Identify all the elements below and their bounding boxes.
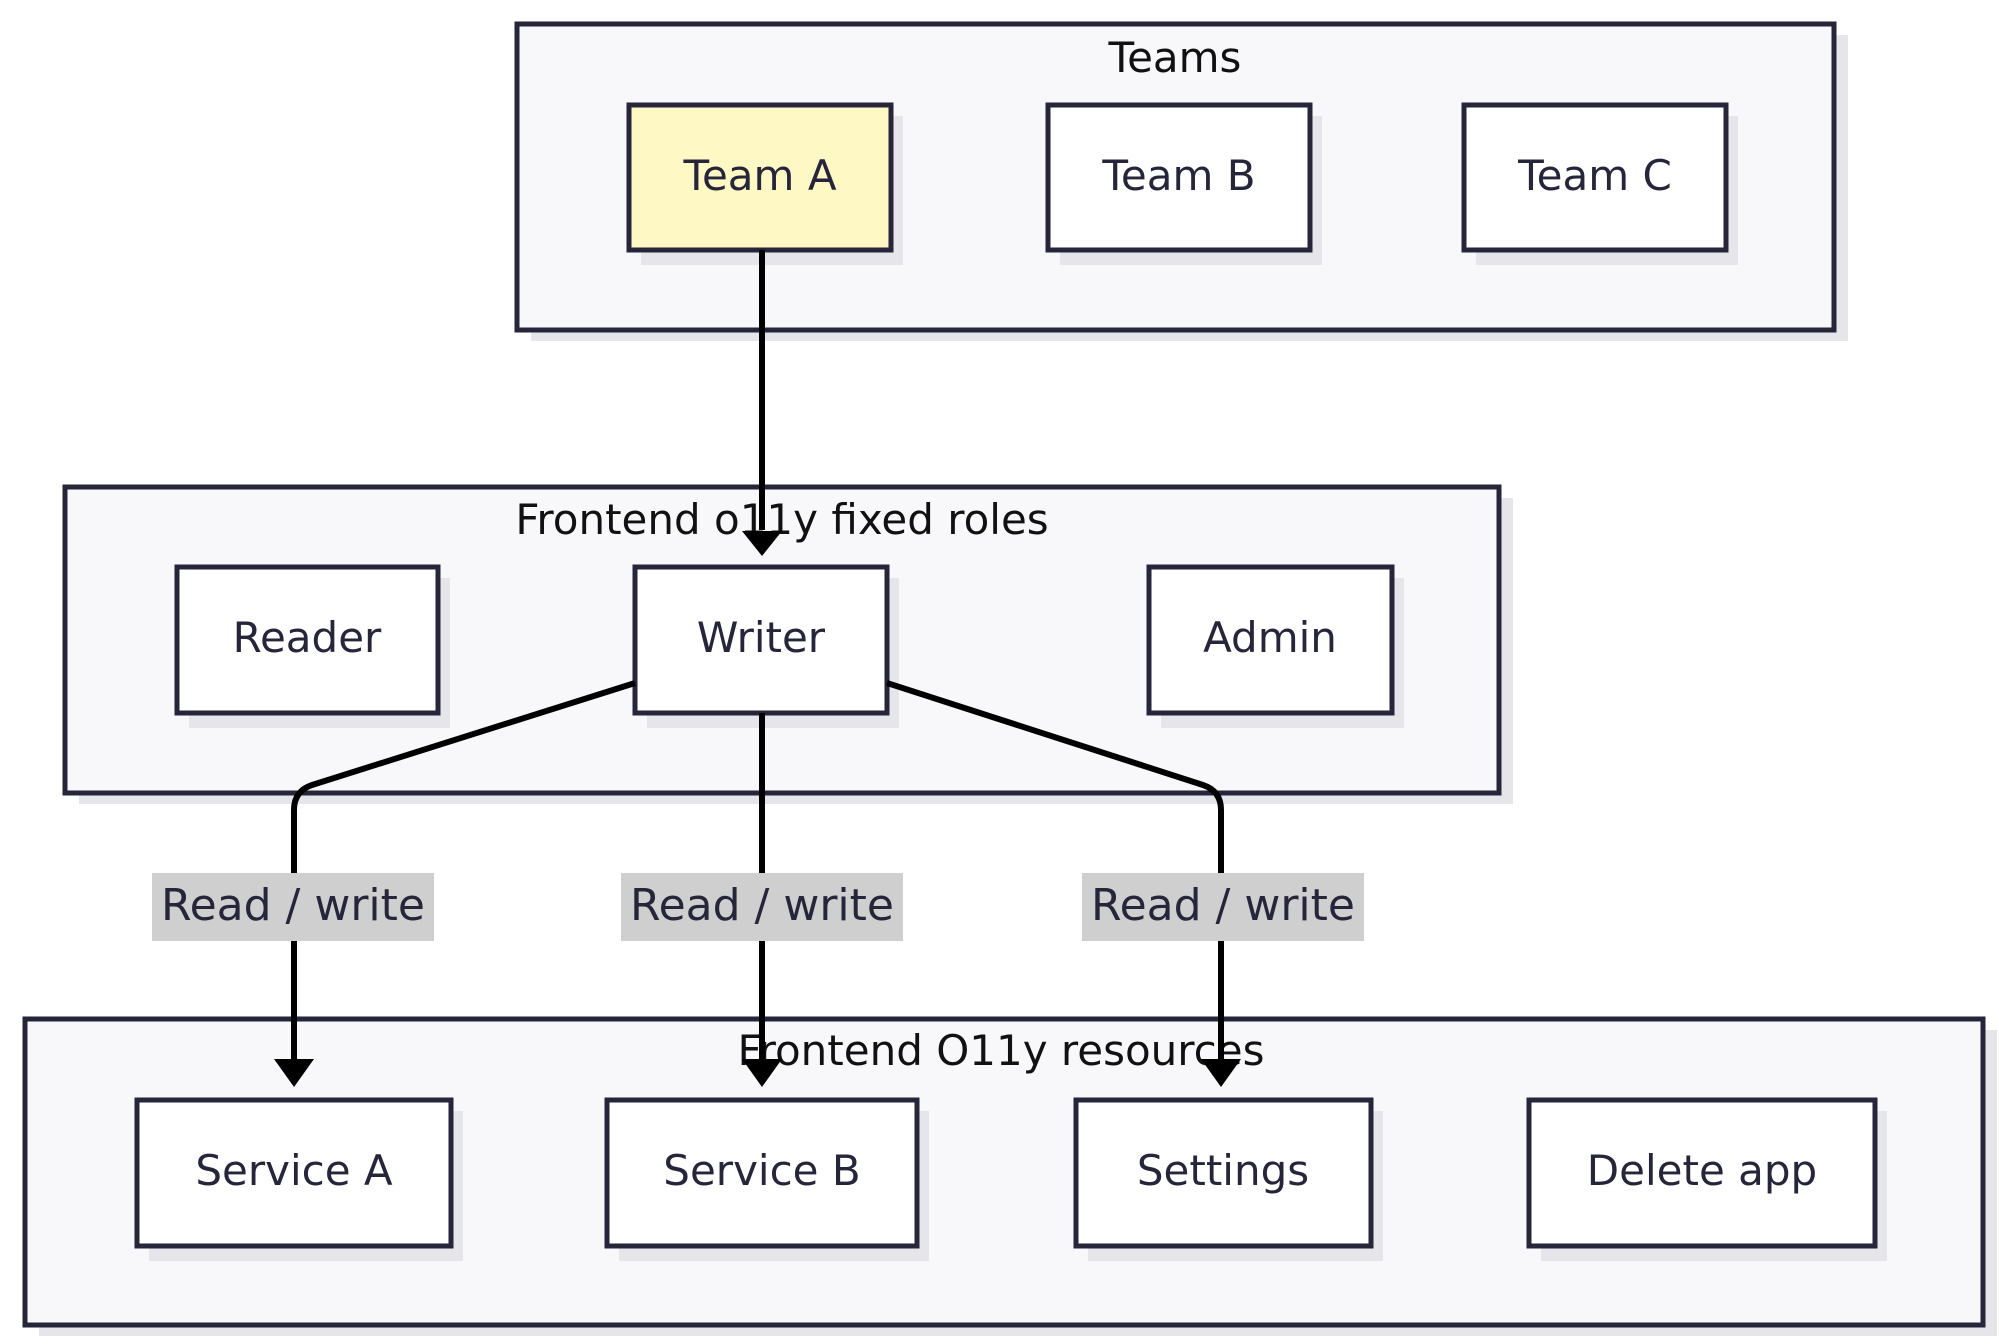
node-label-admin: Admin [1203,613,1337,662]
node-label-team-c: Team C [1517,151,1672,200]
node-reader[interactable]: Reader [174,564,450,728]
group-title-teams: Teams [1108,33,1242,82]
group-title-fixed-roles: Frontend o11y fixed roles [515,495,1048,544]
edge-label-text-settings: Read / write [1091,880,1355,931]
edge-team-a-to-writer [742,250,782,556]
node-service-b[interactable]: Service B [604,1097,929,1261]
edge-writer-to-service-a [274,680,636,1087]
node-service-a[interactable]: Service A [134,1097,463,1261]
node-team-b[interactable]: Team B [1045,102,1322,265]
node-label-service-a: Service A [195,1146,393,1195]
node-label-delete-app: Delete app [1587,1146,1817,1195]
node-writer[interactable]: Writer [632,564,899,728]
node-label-settings: Settings [1137,1146,1309,1195]
node-team-a[interactable]: Team A [626,102,903,265]
group-title-resources: Frontend O11y resources [738,1026,1265,1075]
edge-label-settings: Read / write [1082,873,1364,941]
node-label-team-b: Team B [1101,151,1255,200]
node-team-c[interactable]: Team C [1461,102,1738,265]
node-label-service-b: Service B [663,1146,860,1195]
node-label-writer: Writer [697,613,826,662]
node-admin[interactable]: Admin [1146,564,1404,728]
edge-label-text-service-a: Read / write [161,880,425,931]
edge-label-service-b: Read / write [621,873,903,941]
node-label-reader: Reader [233,613,382,662]
edge-writer-to-settings [886,680,1241,1087]
edge-label-service-a: Read / write [152,873,434,941]
edge-label-text-service-b: Read / write [630,880,894,931]
node-delete-app[interactable]: Delete app [1526,1097,1887,1261]
node-settings[interactable]: Settings [1073,1097,1383,1261]
node-label-team-a: Team A [682,151,836,200]
